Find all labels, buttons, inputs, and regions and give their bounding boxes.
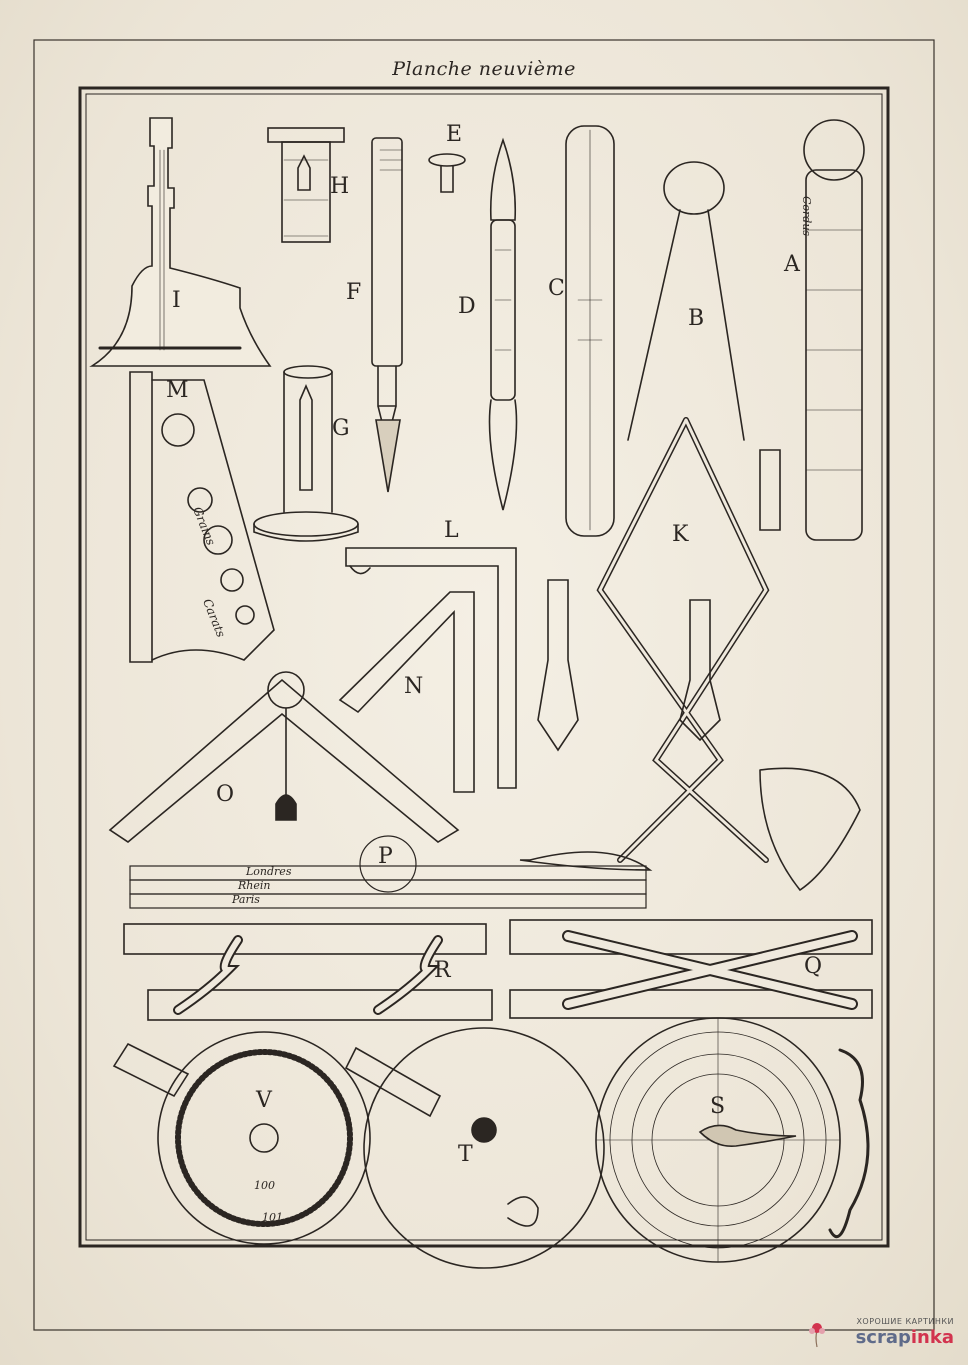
label-o: O	[216, 782, 235, 807]
instrument-f-pen	[371, 137, 403, 493]
label-e: E	[446, 122, 463, 147]
dial-number-101: 101	[262, 1211, 283, 1224]
instrument-q-rolling	[509, 919, 873, 1019]
label-v: V	[256, 1088, 272, 1113]
instrument-t-wheel	[344, 1027, 605, 1269]
label-t: T	[458, 1142, 473, 1167]
watermark-brand-right: inka	[910, 1327, 954, 1348]
instrument-i-stand	[89, 117, 272, 367]
flower-icon	[809, 1323, 825, 1348]
dial-number-100: 100	[254, 1179, 275, 1192]
label-n: N	[404, 674, 424, 699]
instrument-s-dial	[595, 1017, 870, 1263]
label-f: F	[346, 280, 362, 305]
instrument-r-parallel	[123, 923, 493, 1021]
label-c: C	[548, 276, 565, 301]
instrument-m-sector	[129, 371, 275, 663]
instrument-e-knob	[428, 153, 466, 193]
label-a: A	[784, 252, 800, 277]
instrument-h-cap	[267, 127, 345, 243]
rule-londres-label: Londres	[246, 865, 292, 878]
label-p: P	[378, 844, 393, 869]
instrument-p-rules	[129, 835, 647, 909]
instrument-v-wheel	[112, 1031, 371, 1245]
instrument-b-dividers	[627, 161, 745, 441]
label-k: K	[672, 522, 689, 547]
watermark-brand-left: scrap	[855, 1327, 911, 1348]
rule-paris-label: Paris	[232, 893, 260, 906]
rule-rhein-label: Rhein	[238, 879, 271, 892]
label-l: L	[444, 518, 459, 543]
label-b: B	[688, 306, 705, 331]
label-d: D	[458, 294, 476, 319]
instrument-a-cylinder	[803, 119, 865, 541]
instrument-o-level	[108, 671, 460, 843]
label-h: H	[330, 174, 350, 199]
label-q: Q	[804, 954, 823, 979]
label-s: S	[710, 1094, 726, 1119]
plate-title: Planche neuvième	[392, 58, 576, 80]
instrument-k-pantograph	[519, 417, 861, 892]
instrument-g-cylinder	[253, 365, 359, 542]
label-r: R	[434, 958, 451, 983]
watermark: ХОРОШИЕ КАРТИНКИ scrapinka	[804, 1317, 954, 1353]
instrument-n-bevel	[338, 591, 475, 793]
cylinder-text: Cordus	[800, 196, 813, 237]
watermark-tagline: ХОРОШИЕ КАРТИНКИ	[856, 1317, 954, 1326]
instrument-c-case	[565, 125, 615, 537]
label-m: M	[166, 378, 189, 403]
watermark-brand: scrapinka	[856, 1327, 954, 1348]
instrument-l-square	[345, 547, 517, 789]
label-g: G	[332, 416, 350, 441]
instrument-d-crayon	[488, 137, 518, 511]
label-i: I	[172, 288, 181, 313]
